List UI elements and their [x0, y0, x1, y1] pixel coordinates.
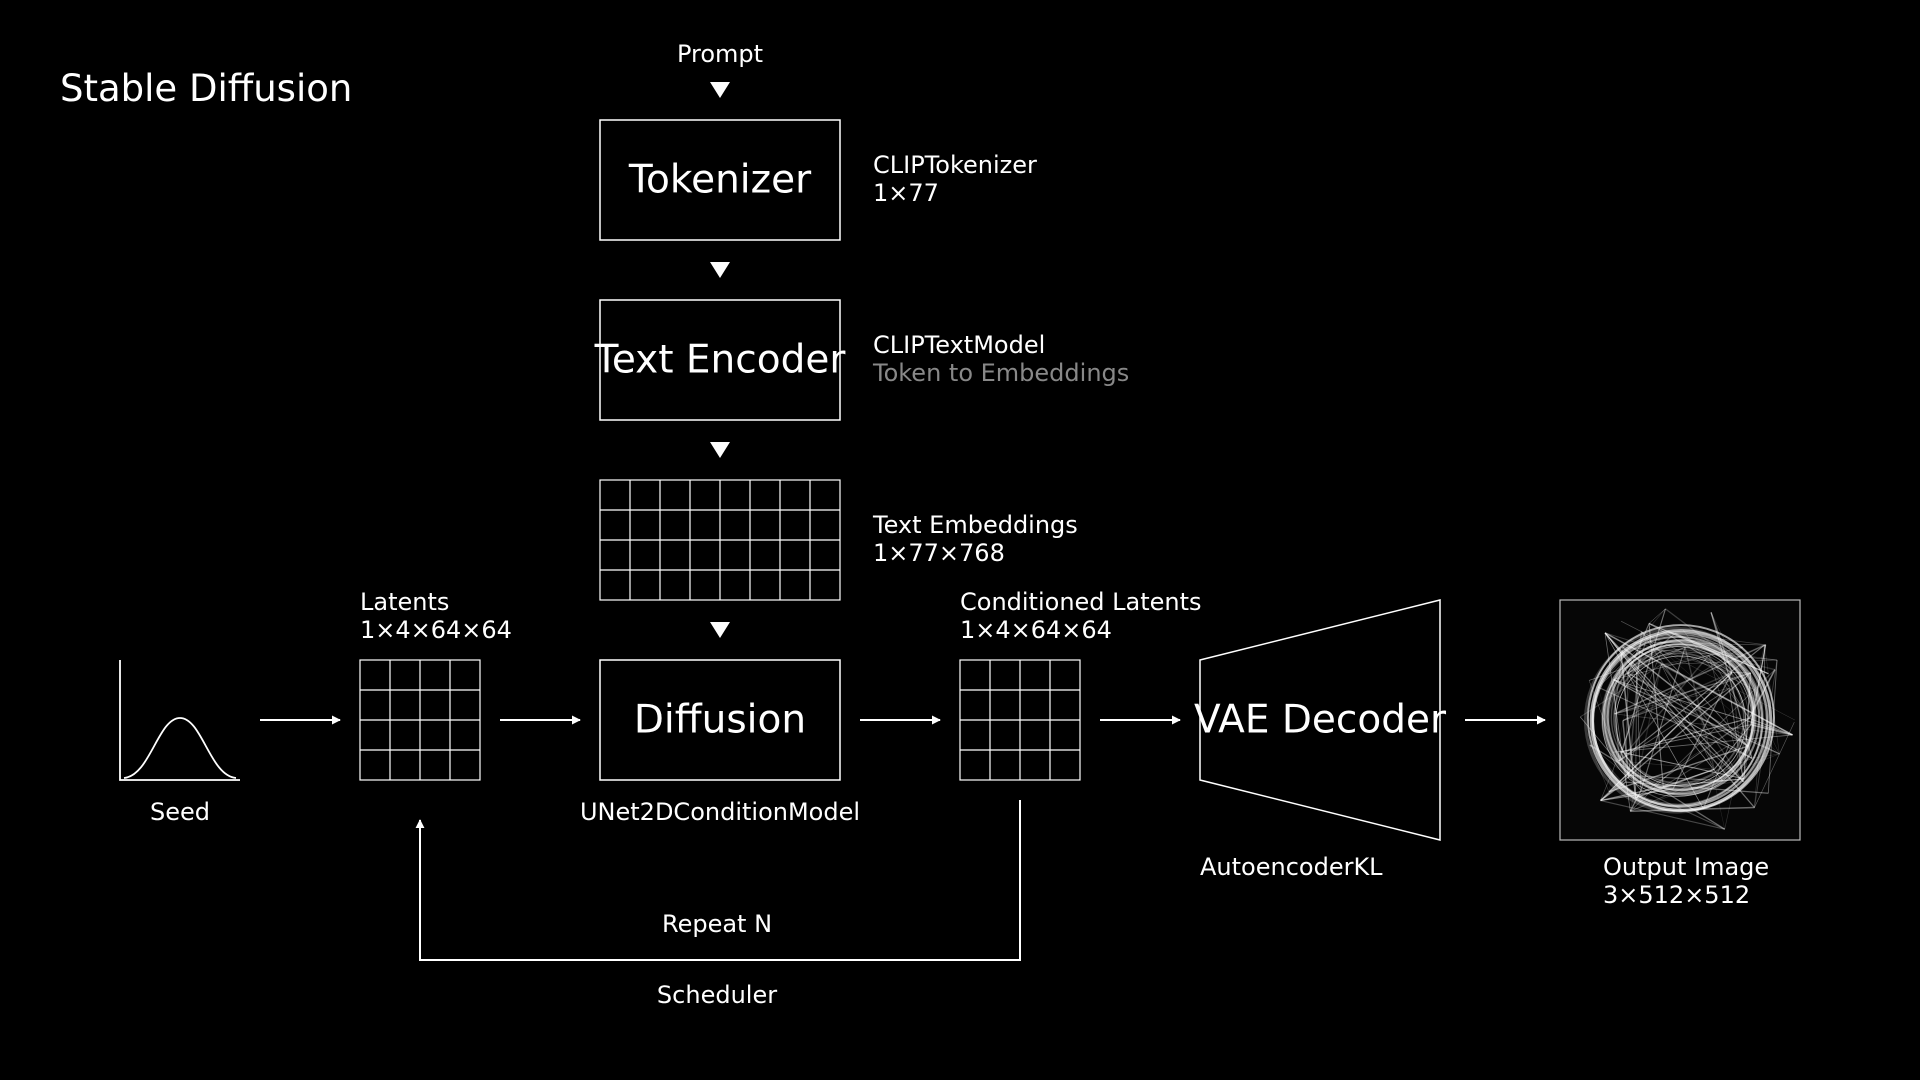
latents-grid	[359, 659, 481, 781]
latents-label: Latents	[360, 588, 450, 616]
text-embeddings-shape: 1×77×768	[873, 539, 1005, 567]
seed-distribution-icon	[119, 660, 240, 781]
text-embeddings-label: Text Embeddings	[873, 511, 1078, 539]
output-image-artwork	[1579, 608, 1795, 830]
prompt-down-arrow	[710, 82, 730, 98]
output-image-frame	[1559, 599, 1801, 841]
diffusion-model: UNet2DConditionModel	[579, 798, 861, 826]
vae-decoder-model: AutoencoderKL	[1200, 853, 1383, 881]
tokenizer-down-arrow	[710, 262, 730, 278]
text-encoder-description: Token to Embeddings	[873, 359, 1130, 387]
scheduler-loop-line	[415, 800, 1021, 961]
conditioned-latents-shape: 1×4×64×64	[960, 616, 1112, 644]
encoder-down-arrow	[710, 442, 730, 458]
output-image-shape: 3×512×512	[1603, 881, 1751, 909]
diffusion-box	[599, 659, 841, 781]
seed-label: Seed	[150, 798, 210, 826]
embeddings-down-arrow	[710, 622, 730, 638]
output-image-label: Output Image	[1603, 853, 1770, 881]
text-embeddings-grid	[599, 479, 841, 601]
text-encoder-model: CLIPTextModel	[873, 331, 1046, 359]
text-encoder-box	[599, 299, 841, 421]
latents-shape: 1×4×64×64	[360, 616, 512, 644]
vae-decoder-label: VAE Decoder	[1193, 697, 1447, 743]
vae-decoder-shape	[1199, 599, 1441, 841]
scheduler-label: Scheduler	[656, 981, 778, 1009]
conditioned-latents-grid	[959, 659, 1081, 781]
repeat-label: Repeat N	[661, 910, 773, 938]
tokenizer-shape: 1×77	[873, 179, 939, 207]
tokenizer-label: Tokenizer	[628, 157, 812, 203]
conditioned-latents-label: Conditioned Latents	[960, 588, 1202, 616]
prompt-label: Prompt	[676, 40, 764, 68]
text-encoder-label: Text Encoder	[594, 337, 846, 383]
page-title: Stable Diffusion	[60, 67, 353, 110]
diffusion-label: Diffusion	[633, 697, 807, 743]
tokenizer-model: CLIPTokenizer	[873, 151, 1037, 179]
tokenizer-box	[599, 119, 841, 241]
